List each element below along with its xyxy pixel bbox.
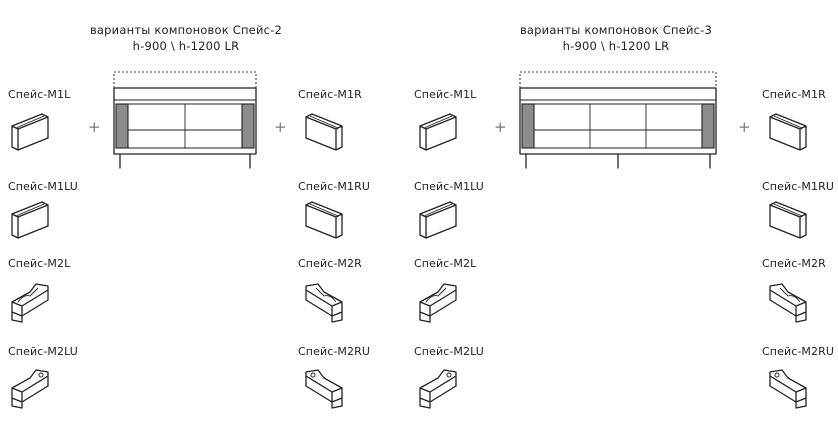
module-label: Спейс-M2RU	[762, 345, 834, 358]
module-label: Спейс-M1L	[414, 88, 477, 101]
module-label: Спейс-M1R	[298, 88, 362, 101]
module-label: Спейс-M2LU	[8, 345, 78, 358]
straight-module-icon	[416, 196, 460, 240]
corner-module-table-icon	[766, 366, 810, 410]
module-label: Спейс-M1LU	[414, 180, 484, 193]
straight-module-icon	[8, 108, 52, 152]
group-2-title-line2: h-900 \ h-1200 LR	[562, 39, 670, 53]
straight-module-icon	[766, 196, 810, 240]
corner-module-icon	[416, 280, 460, 324]
module-label: Спейс-M2L	[414, 257, 477, 270]
module-label: Спейс-M2L	[8, 257, 71, 270]
straight-module-icon	[302, 196, 346, 240]
group-1-title-line1: варианты компоновок Спейс-2	[89, 23, 283, 37]
group-2-title: варианты компоновок Спейс-3 h-900 \ h-12…	[516, 22, 716, 54]
module-label: Спейс-M2LU	[414, 345, 484, 358]
group-1-title-line2: h-900 \ h-1200 LR	[132, 39, 240, 53]
corner-module-table-icon	[8, 366, 52, 410]
module-label: Спейс-M1R	[762, 88, 826, 101]
plus-right-1: +	[274, 118, 287, 136]
corner-module-icon	[8, 280, 52, 324]
module-label: Спейс-M1RU	[762, 180, 834, 193]
group-1-title: варианты компоновок Спейс-2 h-900 \ h-12…	[86, 22, 286, 54]
corner-module-table-icon	[416, 366, 460, 410]
module-label: Спейс-M1L	[8, 88, 71, 101]
module-label: Спейс-M2R	[762, 257, 826, 270]
module-label: Спейс-M2RU	[298, 345, 370, 358]
straight-module-icon	[416, 108, 460, 152]
corner-module-icon	[766, 280, 810, 324]
corner-module-table-icon	[302, 366, 346, 410]
plus-left-2: +	[494, 118, 507, 136]
plus-left-1: +	[88, 118, 101, 136]
module-label: Спейс-M1LU	[8, 180, 78, 193]
module-label: Спейс-M1RU	[298, 180, 370, 193]
corner-module-icon	[302, 280, 346, 324]
module-label: Спейс-M2R	[298, 257, 362, 270]
straight-module-icon	[8, 196, 52, 240]
group-2-title-line1: варианты компоновок Спейс-3	[519, 23, 713, 37]
plus-right-2: +	[738, 118, 751, 136]
straight-module-icon	[766, 108, 810, 152]
straight-module-icon	[302, 108, 346, 152]
